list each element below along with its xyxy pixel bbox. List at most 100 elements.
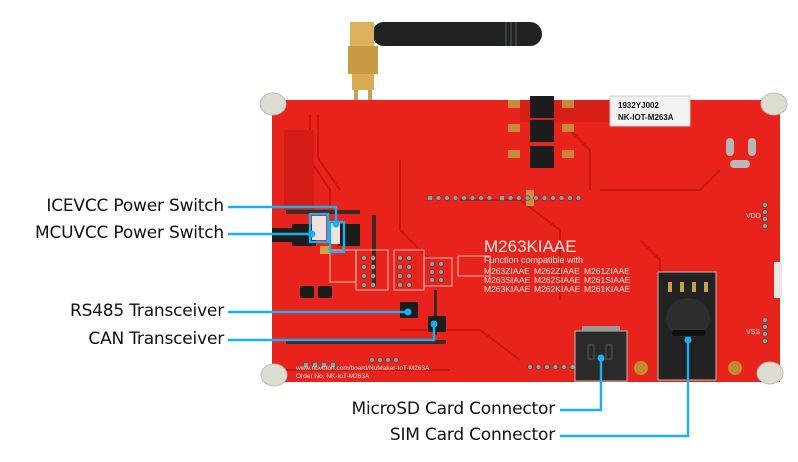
header-pin xyxy=(558,195,565,201)
header-pin xyxy=(762,223,768,229)
header-pin xyxy=(438,277,444,283)
board-url: www.nuvoton.com/board/NuMaker-IoT-M263A xyxy=(295,365,430,372)
header-pin xyxy=(361,264,367,270)
header-pin xyxy=(429,277,435,283)
label-sim-card-connector: SIM Card Connector xyxy=(389,425,555,445)
compat-part: M263KIAAE xyxy=(484,284,531,294)
header-pin xyxy=(524,195,531,201)
header-pin xyxy=(397,273,403,279)
header-pin xyxy=(385,357,391,363)
header-pin xyxy=(393,357,399,363)
compat-part: M262KIAAE xyxy=(534,284,581,294)
standoffs xyxy=(259,92,788,387)
callout-lines xyxy=(228,205,690,438)
callout-box-icevcc xyxy=(308,212,330,244)
header-pin xyxy=(762,216,768,222)
compat-heading: Function compatible with xyxy=(484,255,583,265)
pcb-traces xyxy=(280,115,721,371)
header-pin xyxy=(762,209,768,215)
callout-line-can xyxy=(228,324,436,342)
label-rs485-transceiver: RS485 Transceiver xyxy=(69,301,224,321)
header-pin xyxy=(397,282,403,288)
board-order-number: Order No. NK-IoT-M263A xyxy=(296,373,370,380)
header-pin xyxy=(533,195,539,201)
header-pin xyxy=(535,364,542,370)
header-pin xyxy=(762,324,768,330)
header-pin xyxy=(461,195,467,201)
header-pin xyxy=(361,282,367,288)
callout-dots xyxy=(308,220,692,362)
callout-line-microsd xyxy=(560,360,603,412)
header-pin xyxy=(406,282,412,288)
header-pin xyxy=(569,364,576,370)
header-pin xyxy=(361,255,367,261)
header-pin xyxy=(377,357,383,363)
antenna-whip xyxy=(372,22,542,46)
compat-part: M262ZIAAE xyxy=(534,266,580,276)
label-icevcc-power-switch: ICEVCC Power Switch xyxy=(46,196,224,216)
header-pin xyxy=(762,202,768,208)
header-pin xyxy=(452,195,459,201)
compat-part: M261ZIAAE xyxy=(584,266,630,276)
header-pin xyxy=(369,357,375,363)
header-pin xyxy=(478,195,484,201)
vdd-label: VDD xyxy=(746,213,761,220)
header-pin xyxy=(438,261,444,267)
header-pin xyxy=(397,255,403,261)
mounting-pad xyxy=(728,361,742,375)
header-pin xyxy=(361,273,367,279)
header-pin xyxy=(762,338,768,344)
header-pin xyxy=(444,195,450,201)
header-pin xyxy=(575,195,582,201)
sticker-serial: 1932YJ002 xyxy=(618,101,659,110)
antenna xyxy=(348,22,542,110)
header-pin xyxy=(544,364,550,370)
header-pin xyxy=(406,255,412,261)
header-pin xyxy=(762,317,768,323)
header-pin xyxy=(550,195,556,201)
header-pin xyxy=(427,195,433,201)
header-pin xyxy=(397,264,403,270)
chip-name: M263KIAAE xyxy=(484,237,577,256)
mounting-pad xyxy=(634,361,648,375)
sma-nut xyxy=(348,46,378,74)
header-pin xyxy=(370,282,376,288)
compat-part: M263SIAAE xyxy=(484,275,531,285)
callout-line-icevcc xyxy=(228,205,338,222)
compat-part: M262SIAAE xyxy=(534,275,581,285)
header-pin xyxy=(499,195,505,201)
header-pin xyxy=(321,362,327,368)
header-pin xyxy=(370,255,376,261)
header-pin xyxy=(406,273,412,279)
header-pin xyxy=(516,195,522,201)
header-pin xyxy=(486,195,493,201)
label-can-transceiver: CAN Transceiver xyxy=(88,329,224,349)
voltage-regulators xyxy=(508,96,574,206)
header-pin xyxy=(429,269,435,275)
header-pin xyxy=(469,195,476,201)
header-pin xyxy=(429,261,435,267)
header-pin xyxy=(527,364,533,370)
header-pin xyxy=(370,264,376,270)
sticker-model: NK-IOT-M263A xyxy=(618,113,674,122)
header-pin xyxy=(435,195,442,201)
header-pin xyxy=(507,195,514,201)
serial-sticker xyxy=(609,95,691,127)
header-pin xyxy=(567,195,573,201)
header-pin xyxy=(438,269,444,275)
compat-part: M261SIAAE xyxy=(584,275,631,285)
header-pin xyxy=(312,362,318,368)
header-pin xyxy=(303,362,309,368)
silkscreen-tables xyxy=(329,249,491,291)
compat-part: M263ZIAAE xyxy=(484,266,530,276)
label-microsd-card-connector: MicroSD Card Connector xyxy=(351,399,556,419)
antenna-elbow xyxy=(350,22,374,46)
mcuvcc-jumper xyxy=(330,222,340,244)
vss-label: VSS xyxy=(746,329,760,336)
label-mcuvcc-power-switch: MCUVCC Power Switch xyxy=(35,223,224,243)
header-pin xyxy=(370,273,376,279)
header-pin xyxy=(762,331,768,337)
